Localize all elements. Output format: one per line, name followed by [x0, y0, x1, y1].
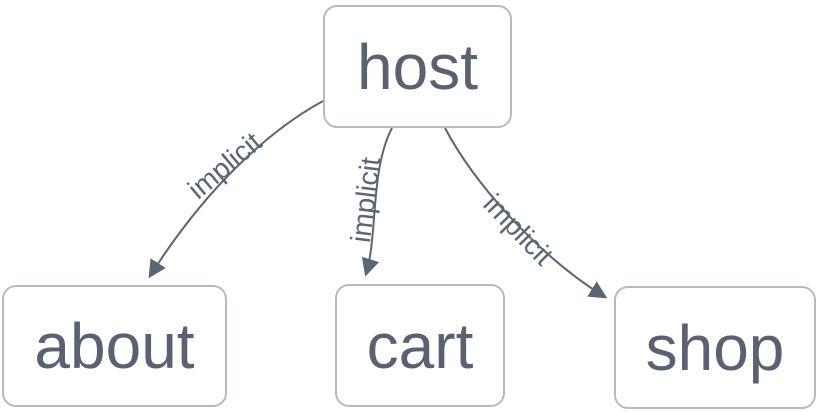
node-cart: cart — [335, 284, 505, 407]
node-shop: shop — [614, 286, 816, 409]
node-about: about — [2, 285, 227, 407]
node-host: host — [323, 5, 512, 128]
edge-host-shop — [444, 127, 608, 299]
edge-host-cart — [361, 127, 393, 277]
edge-host-about — [148, 100, 324, 279]
